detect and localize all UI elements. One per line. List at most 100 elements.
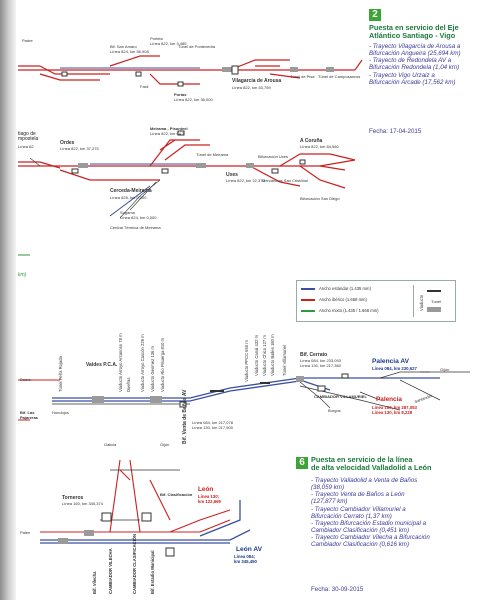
track-black-mid [29,157,161,219]
tunnels-top [222,67,334,72]
label-cambiador-villamuriel: CAMBIADOR VILLAMURIEL [314,394,367,399]
km-palencia-av: Línea 084, km 230,627 [372,366,417,371]
label-bif-uxes: Bifurcación Uxes [258,154,289,159]
label-uxes: Uxes [226,172,238,178]
track-iberian-top [18,55,363,85]
label-tunel-pena-rojada: Túnel Peña Rojada [58,356,63,392]
km-palencia-0: Línea 160, km 287,053 [372,405,417,410]
km-santiago: Línea 82 [18,144,34,149]
label-meirama-pisonteel: Meirama - Pisonteel [150,126,188,131]
stations-bottom [179,373,349,408]
vlabel-4: Viaducto PPCC 650 m [244,340,249,382]
label-valdes: Valdes P.C.A. [86,362,118,368]
section-2-title: Puesta en servicio del Eje Atlántico San… [369,23,459,41]
label-padre: Padre [22,38,33,43]
km-bif-san-amaro: Línea 824, km 56,908 [110,49,149,54]
km-cerrato-1: Línea 130, km 217,360 [300,363,341,368]
label-cerceda: Cerceda-Meirama [110,188,152,194]
km-merelo: Línea 822, km 64,7 [150,131,185,136]
label-leon-av: León AV [236,546,263,553]
label-palencia: Palencia [376,396,402,403]
km-torneros: Línea 160, km 345,374 [62,501,103,506]
km-vilagarcia: Línea 822, km 53,759 [232,85,271,90]
km-acoruna: Línea 822, km 84,560 [300,144,339,149]
track-standard-leon [40,500,251,544]
km-sogama: Línea 824, km 0,000 [120,215,157,220]
km-cerceda: Línea 828, km 0,000 [110,195,147,200]
section-6-date: Fecha: 30-09-2015 [311,586,364,593]
label-tunel-camposancos: Túnel de Camposancos [318,74,361,79]
label-bif-clasificacion: Bif. Clasificación [160,492,193,497]
label-central-termica: Central Térmica de Meirama [110,225,161,230]
label-torneros: Torneros [62,495,84,501]
km-uxes: Línea 822, km 22,370 [226,178,265,183]
legend-row-standard: Ancho estándar (1.435 mm) [301,286,371,294]
legend-row-iberian: Ancho ibérico (1.668 mm) [301,297,367,305]
label-duero: Duero [20,377,31,382]
label-faxil: Faxil [140,84,149,89]
left-km-fragment: km) [18,272,27,278]
label-ordes: Ordes [60,140,75,146]
label-cambiador-vilecha: CAMBIADOR VILECHA [108,548,113,594]
km-ordes: Línea 822, km 37,275 [60,146,99,151]
km-cerrato-0: Línea 084, km 233,093 [300,358,341,363]
vlabel-6: Viaducto Chico 127 m [262,335,267,376]
track-standard-mid [90,163,200,217]
vlabel-1: Viaducto Arroyo Cascón 229 m [140,334,145,392]
label-palencia-av: Palencia AV [372,358,410,365]
stations-top [61,65,239,87]
label-tunel-pisa: Túnel de Pisa [290,74,315,79]
label-bif-venta-banos: Bif. Venta de Baños AV [182,389,188,444]
label-sogama: Sogama [120,210,135,215]
label-gijon-leon: Gijón [160,442,170,447]
km-venta-banos-1: Línea 130, km 217,500 [192,425,233,430]
section-2-items: - Trayecto Vilagarcía de Arousa a Bifurc… [369,43,461,86]
label-duenas: Dueñas [126,377,131,392]
legend-box: Ancho estándar (1.435 mm) Ancho ibérico … [296,280,456,322]
label-portas: Portas [174,92,187,97]
stations-leon [101,512,175,557]
label-tunel-villamuriel: Túnel Villamuriel [282,345,287,376]
vlabel-2: Viaducto Geomez 136 m [150,345,155,392]
vlabel-5: Viaducto Canal 432 m [254,334,259,376]
km-portela: Línea 822, km 3,485 [150,41,187,46]
label-bif-san-diego: Bifurcación San Diego [300,196,340,201]
label-hondojos: Hondojos [52,410,69,415]
km-portas: Línea 822, km 36,000 [174,97,213,102]
section-6-title: Puesta en servicio de la línea de alta v… [311,455,432,473]
label-burgos: Burgos [328,408,341,413]
label-bif-san-amaro: Bif. San Amaro [110,44,137,49]
tunnels-mid [78,163,254,168]
label-bif-vilecha: Bif. Vilecha [92,571,97,595]
km-leon-av-0: Línea 084; [234,554,256,559]
label-gijon-bottom: Gijón [440,367,450,372]
vlabel-0: Viaducto Arroyo Antanoso 78 m [118,333,123,392]
km-leon-1: km 122,669 [198,499,221,504]
label-palen: Palen [20,530,31,535]
viaducts-bottom [210,382,270,392]
legend-viaduct-label: Viaducto [419,294,424,311]
km-leon-0: Línea 130; [198,494,220,499]
tunnels-bottom [92,376,304,403]
label-vilagarcia: Vilagarcía de Arousa [232,78,282,84]
km-venta-banos-0: Línea 084, km 217,078 [192,420,233,425]
km-leon-av-1: km 345,450 [234,559,257,564]
label-bif-estadio: Bif. Estadio Municipal [150,550,155,594]
label-tunel-meirama: Túnel de Meirama [196,152,229,157]
section-2-date: Fecha: 17-04-2015 [369,128,422,135]
vlabel-7: Viaducto Balles 180 m [270,334,275,376]
label-bif-cerrato: Bif. Cerrato [300,352,328,358]
legend-tunnel-label: Túnel [431,299,442,304]
label-mercancias: Mercancías San Cristóbal [262,178,308,183]
stations-mid [71,130,306,174]
section-6-badge: 6 [296,457,308,469]
km-palencia-1: Línea 130, km 8,228 [372,410,413,415]
section-6-items: - Trayecto Valladolid a Venta de Baños (… [311,477,430,549]
vlabel-3: Viaducto Rio Pisuerga 810 m [160,337,165,392]
label-leon: León [198,486,214,493]
section-2-badge: 2 [369,9,381,21]
label-portela: Portela [150,36,163,41]
